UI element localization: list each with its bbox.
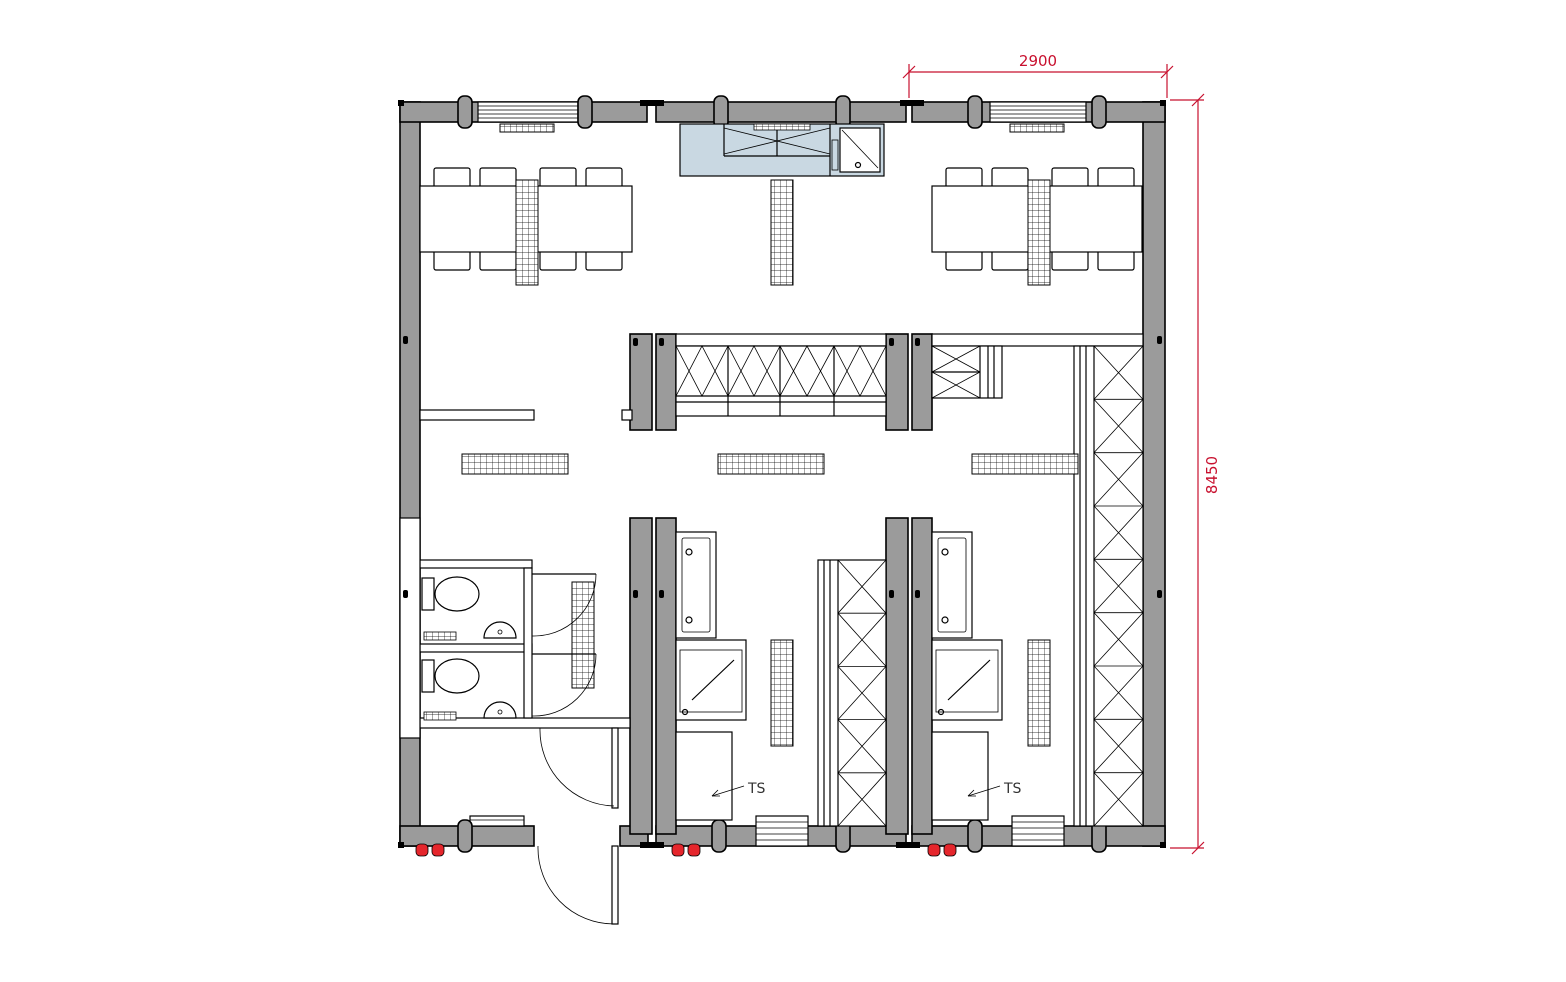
window-top-right <box>989 101 1087 123</box>
bathroom-middle: TS <box>675 531 766 821</box>
radiators-middle <box>461 453 1079 747</box>
wardrobe-right-tall <box>1073 345 1144 827</box>
bathroom-right: TS <box>931 531 1022 821</box>
ts-label-middle: TS <box>747 781 766 797</box>
window-bottom-mid <box>755 815 809 847</box>
utility-connections <box>415 843 957 857</box>
dining-table-right <box>931 167 1143 286</box>
dining-table-left <box>419 167 633 286</box>
radiator-kitchen <box>770 179 794 286</box>
wardrobe-upper-right <box>931 345 1003 399</box>
kitchen-counter <box>679 123 885 177</box>
toilet-cubicles <box>419 559 631 729</box>
dimension-height: 8450 <box>1170 93 1221 855</box>
dimension-height-label: 8450 <box>1203 456 1221 494</box>
ts-label-right: TS <box>1003 781 1022 797</box>
entrance-doors <box>399 517 619 925</box>
window-bottom-right <box>1011 815 1065 847</box>
wardrobe-upper-middle <box>675 345 887 417</box>
radiators-top <box>499 123 1065 133</box>
window-top-left <box>477 101 579 123</box>
wardrobe-lower-middle <box>817 559 887 827</box>
dimension-width-label: 2900 <box>1019 52 1057 70</box>
dimension-width: 2900 <box>902 52 1174 98</box>
window-bottom-left <box>469 815 525 827</box>
wall-fasteners <box>398 100 1166 848</box>
interior-walls <box>419 333 1144 835</box>
